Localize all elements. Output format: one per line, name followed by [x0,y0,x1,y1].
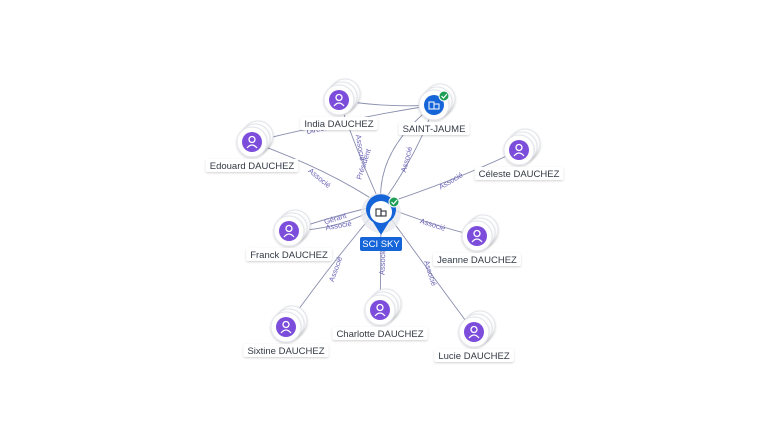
node-label-bg [246,248,332,261]
node-label: Lucie DAUCHEZ [438,351,509,362]
node-label: Franck DAUCHEZ [250,250,328,261]
node-label-bg [433,253,521,266]
node-label: Sixtine DAUCHEZ [247,346,324,357]
center-label-bg [360,237,402,251]
node-label-bg [474,167,564,180]
node-sixtine[interactable]: Sixtine DAUCHEZ [243,305,329,357]
node-jeanne[interactable]: Jeanne DAUCHEZ [433,214,521,266]
node-label-box: Jeanne DAUCHEZ [433,253,521,266]
center-node[interactable]: SCI SKY [360,193,402,251]
person-icon [509,140,529,160]
node-label-box: Edouard DAUCHEZ [205,159,299,172]
center-label-box: SCI SKY [360,237,402,251]
node-label-box: Sixtine DAUCHEZ [243,344,329,357]
nodes-layer: India DAUCHEZ SAINT-JAUME Edouard DAUCHEZ C… [205,78,564,362]
node-label-box: SAINT-JAUME [398,122,470,135]
person-icon [370,300,390,320]
node-label-bg [205,159,299,172]
node-saint_jaume[interactable]: SAINT-JAUME [398,83,470,135]
node-label: Charlotte DAUCHEZ [336,329,423,340]
check-badge-icon [388,196,400,208]
node-label: India DAUCHEZ [304,119,373,130]
node-franck[interactable]: Franck DAUCHEZ [246,209,332,261]
node-label: Jeanne DAUCHEZ [437,255,517,266]
node-label-box: Charlotte DAUCHEZ [332,327,428,340]
edge-label: Associé [399,146,414,174]
building-icon [375,208,387,217]
person-icon [242,132,262,152]
node-celeste[interactable]: Céleste DAUCHEZ [474,128,564,180]
node-label-bg [243,344,329,357]
edge-label: Associé [419,216,447,233]
edge-saint_jaume-center: Associé [380,104,435,206]
edge-label: Associé [437,170,464,191]
person-icon [467,226,487,246]
edge-line [378,104,435,206]
check-badge-icon [438,90,450,102]
person-icon [279,221,299,241]
node-charlotte[interactable]: Charlotte DAUCHEZ [332,288,428,340]
person-icon [464,322,484,342]
node-label: SAINT-JAUME [403,124,466,135]
node-label-box: Céleste DAUCHEZ [474,167,564,180]
edge-label: Associé [378,249,388,276]
edge-label: Associé [354,134,367,161]
edge-line [251,141,382,206]
node-label: Céleste DAUCHEZ [479,169,560,180]
node-lucie[interactable]: Lucie DAUCHEZ [434,310,514,362]
building-icon [424,95,444,115]
center-label: SCI SKY [362,239,400,250]
node-label-bg [398,122,470,135]
node-india[interactable]: India DAUCHEZ [300,78,378,130]
node-edouard[interactable]: Edouard DAUCHEZ [205,120,299,172]
node-label-bg [300,117,378,130]
edge-india-center: Associé [338,99,382,206]
node-label-box: India DAUCHEZ [300,117,378,130]
edge-label: Associé [325,219,352,232]
node-label-box: Franck DAUCHEZ [246,248,332,261]
person-icon [329,90,349,110]
node-label: Edouard DAUCHEZ [210,161,295,172]
node-label-bg [332,327,428,340]
node-label-bg [434,349,514,362]
node-label-box: Lucie DAUCHEZ [434,349,514,362]
person-icon [276,317,296,337]
